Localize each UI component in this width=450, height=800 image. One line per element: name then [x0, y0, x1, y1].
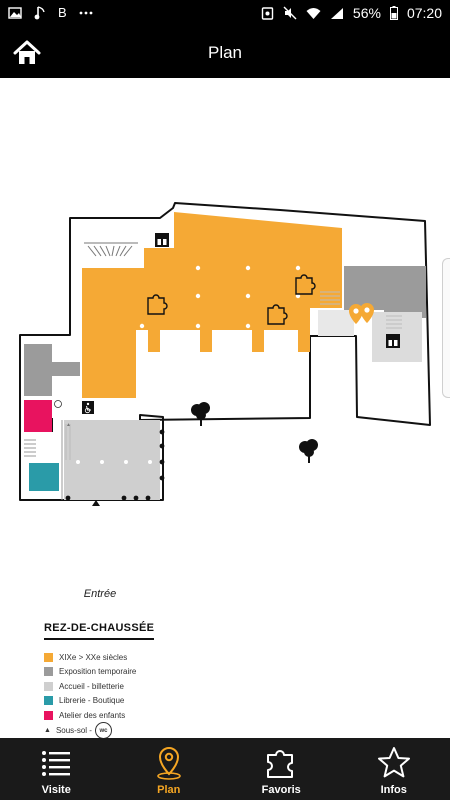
puzzle-marker-icons: [147, 274, 316, 325]
legend-title: REZ-DE-CHAUSSÉE: [44, 622, 155, 640]
legend-swatch: [44, 667, 53, 677]
battery-icon: [389, 6, 398, 20]
legend-swatch: [44, 696, 53, 706]
wheelchair-icon: [82, 401, 94, 414]
tree-icon: [191, 402, 210, 426]
temporary-exhibition-step: [52, 362, 80, 376]
image-icon: [8, 7, 22, 19]
legend-item: Librerie - Boutique: [44, 694, 244, 709]
svg-text:▲: ▲: [66, 422, 71, 428]
nav-label-favoris: Favoris: [261, 784, 301, 796]
legend-label: Exposition temporaire: [59, 667, 137, 677]
reception-area: [64, 420, 160, 500]
legend-swatch: [44, 710, 53, 720]
basement-label: Sous-sol -: [55, 726, 92, 735]
nav-infos[interactable]: Infos: [338, 738, 450, 800]
temporary-exhibition-area-left: [24, 344, 52, 396]
legend-item: Atelier des enfants: [44, 708, 244, 723]
home-icon: [13, 40, 41, 64]
mute-icon: [283, 6, 297, 20]
status-bar: B 56% 07:20: [0, 0, 450, 28]
floor-plan: ▲: [19, 202, 431, 506]
entrance-marker: [92, 500, 100, 506]
more-icon: [79, 11, 93, 15]
legend-item: Exposition temporaire: [44, 665, 244, 680]
star-icon: [377, 747, 410, 778]
clock: 07:20: [406, 5, 442, 21]
signal-icon: [330, 7, 343, 19]
location-pin-icon: [349, 304, 363, 324]
legend-swatch: [44, 652, 53, 662]
map-pin-icon: [156, 746, 181, 780]
b-icon: B: [58, 5, 67, 20]
stairs-left: [24, 420, 63, 500]
wc-small-icon: [54, 400, 62, 408]
reception-area-inner: [318, 310, 354, 336]
map-legend: REZ-DE-CHAUSSÉE XIXe > XXe siècles Expos…: [44, 618, 244, 739]
lift-icon: [386, 334, 400, 348]
bottom-nav: Visite Plan Favoris Infos: [0, 738, 450, 800]
battery-percent: 56%: [352, 5, 381, 21]
legend-label: Accueil - billetterie: [59, 681, 124, 691]
floor-plan-map[interactable]: ▲ Entrée REZ-DE-CHAUSSÉE XIXe > XXe sièc…: [0, 78, 450, 739]
wc-icon: wc: [94, 722, 112, 739]
legend-label: XIXe > XXe siècles: [59, 652, 128, 662]
nav-visite[interactable]: Visite: [0, 738, 113, 800]
location-pin-icon: [360, 303, 374, 323]
period-galleries-lower: [82, 330, 136, 398]
kids-workshop-area: [24, 400, 52, 432]
staircase-icon: [84, 242, 138, 257]
lift-icon: [155, 233, 169, 247]
tree-icon: [299, 439, 318, 463]
legend-label: Librerie - Boutique: [59, 696, 125, 706]
nav-favoris[interactable]: Favoris: [225, 738, 338, 800]
wifi-icon: [306, 7, 321, 19]
map-side-handle[interactable]: [442, 258, 450, 398]
bookshop-area: [29, 463, 59, 491]
alarm-icon: [261, 7, 274, 20]
stairs-up-icon: ▲: [44, 727, 51, 734]
page-title: Plan: [207, 43, 243, 62]
entrance-label: Entrée: [83, 588, 117, 600]
legend-item-basement: ▲ Sous-sol - wc: [44, 722, 244, 739]
home-button[interactable]: [12, 38, 42, 68]
legend-item: XIXe > XXe siècles: [44, 650, 244, 665]
music-icon: [34, 6, 45, 20]
stairs-right: [320, 291, 402, 329]
puzzle-icon: [267, 750, 294, 778]
list-icon: [42, 751, 71, 776]
legend-item: Accueil - billetterie: [44, 679, 244, 694]
legend-label: Atelier des enfants: [59, 710, 126, 720]
nav-plan[interactable]: Plan: [113, 738, 226, 800]
period-galleries-area: [82, 212, 342, 330]
app-bar: Plan: [0, 28, 450, 78]
legend-swatch: [44, 681, 53, 691]
nav-label-plan: Plan: [157, 784, 181, 796]
nav-label-visite: Visite: [41, 784, 71, 796]
nav-label-infos: Infos: [380, 784, 407, 796]
